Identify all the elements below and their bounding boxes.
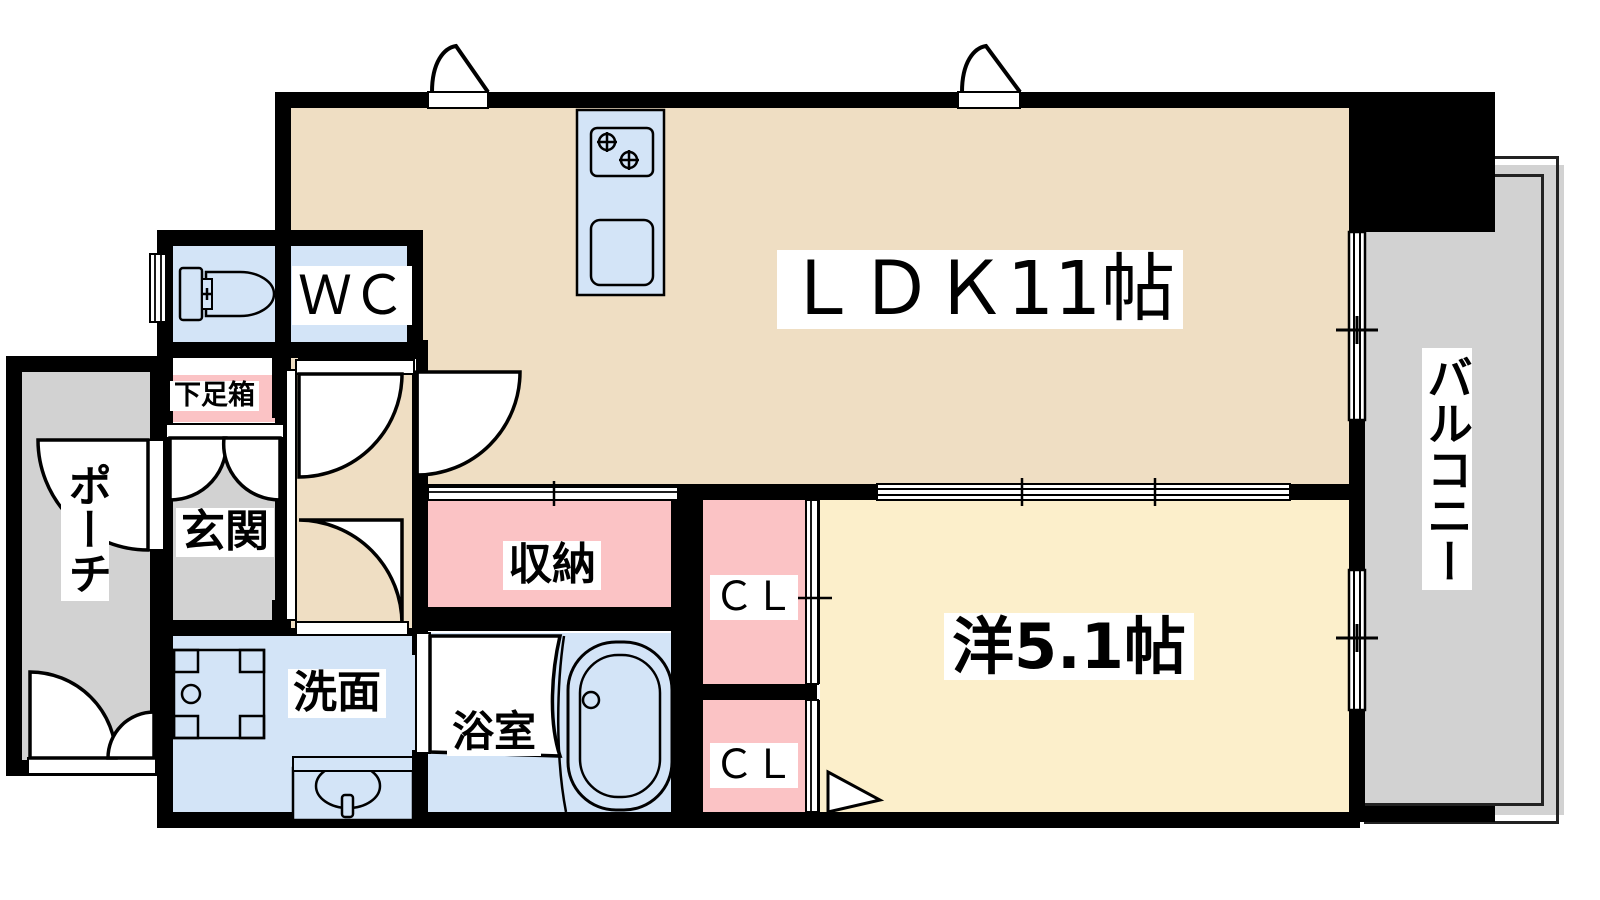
wall-wc-top [157, 230, 423, 246]
wall-hallway-right [412, 340, 428, 500]
label-closet-upper: ＣＬ [710, 575, 798, 620]
wall-wc-left [157, 230, 173, 358]
wall-cl-right-lower [806, 700, 820, 828]
hallway-floor [283, 360, 428, 630]
wall-wc-bottom [157, 342, 423, 358]
label-porch: ポーチ [60, 457, 111, 601]
washroom-area [165, 635, 415, 820]
wall-cl-right-upper [806, 484, 820, 684]
wall-top-ldk [275, 92, 1359, 108]
wall-porch-bottom [6, 760, 166, 776]
wall-bottom-right-block [1349, 806, 1495, 822]
wall-ldk-bottom-left [412, 484, 687, 500]
wall-cl-divider [687, 684, 817, 700]
label-ldk: ＬＤＫ11帖 [777, 250, 1184, 330]
balcony-railing-bottom [1364, 821, 1559, 824]
balcony-railing-inner [1541, 174, 1544, 806]
wall-bath-left-lower [412, 750, 428, 828]
label-closet-lower: ＣＬ [710, 743, 798, 788]
label-genkan: 玄関 [176, 508, 274, 557]
wall-storage-bottom [412, 607, 687, 619]
label-balcony: バルコニー [1420, 348, 1474, 590]
wall-bath-top [412, 615, 687, 631]
wall-ldk-bottom-mid [687, 484, 877, 500]
balcony-railing-bottom-inner [1364, 803, 1544, 806]
wall-porch-left [6, 356, 22, 776]
label-washroom: 洗面 [288, 669, 386, 718]
label-wc: ＷＣ [292, 266, 412, 326]
wall-ldk-bottom-right [1290, 484, 1360, 500]
wall-right-bedroom-lower [1349, 710, 1365, 822]
wall-right-ldk-upper [1349, 92, 1365, 232]
wall-washroom-top [157, 628, 427, 636]
wall-hallway-left [275, 392, 291, 632]
wall-bath-right [671, 484, 687, 828]
wall-wc-right [407, 230, 423, 358]
wall-cl-bottom [687, 812, 820, 828]
balcony-railing-outer [1556, 156, 1559, 824]
label-bedroom: 洋5.1帖 [944, 613, 1194, 681]
label-shoebox: 下足箱 [170, 381, 259, 411]
wall-storage-left [412, 484, 428, 630]
wall-bedroom-bottom [820, 812, 1360, 828]
structural-column-top-right [1349, 92, 1495, 232]
wall-porch-top [6, 356, 166, 372]
wall-washroom-left [157, 628, 173, 828]
wall-right-bedroom-upper [1349, 500, 1365, 570]
label-bathroom: 浴室 [447, 709, 542, 756]
label-storage: 収納 [503, 541, 601, 590]
wall-cl-left [687, 484, 703, 828]
wall-genkan-right-upper [272, 358, 288, 418]
wall-right-ldk-lower [1349, 420, 1365, 500]
